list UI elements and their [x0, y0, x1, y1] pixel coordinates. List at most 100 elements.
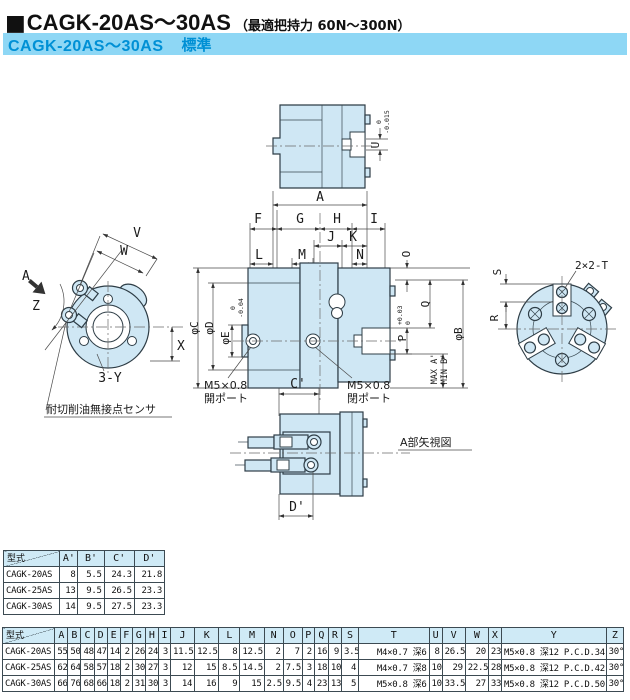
proximity-sensor	[235, 457, 319, 473]
main-section-view: φC φD φE 0 -0.04 O Q P +0.03 0 MAX A' MI…	[188, 213, 470, 405]
dim-label-phi-c: φC	[188, 321, 201, 334]
p-dimension: P +0.03 0	[396, 305, 412, 341]
dim-label-z: Z	[32, 299, 40, 314]
column-header: E	[106, 627, 121, 644]
column-header: I	[157, 627, 172, 644]
dim-label-phi-b: φB	[452, 327, 465, 341]
value-cell: 3.5	[340, 643, 360, 660]
model-cell: CAGK-25AS	[2, 582, 61, 599]
value-cell: 14	[169, 675, 196, 692]
column-header: G	[131, 627, 146, 644]
rear-view: U 0 -0.015	[266, 104, 391, 189]
view-direction-label: A	[22, 269, 30, 284]
value-cell: 33.5	[441, 675, 466, 692]
u-tolerance: 0 -0.015	[375, 110, 391, 134]
value-cell: 11.5	[169, 643, 196, 660]
dim-label-p: P	[396, 334, 409, 341]
value-cell: 9.5	[282, 675, 303, 692]
column-header: H	[144, 627, 159, 644]
value-cell: 20	[464, 643, 489, 660]
dim-label-x: X	[177, 339, 185, 354]
value-cell: 5.5	[77, 566, 105, 583]
value-cell: 7.5	[282, 659, 303, 676]
banner-model: CAGK-20AS～30AS	[8, 38, 164, 55]
value-cell: 28	[487, 659, 502, 676]
value-cell: 18	[313, 659, 329, 676]
value-cell: 15	[239, 675, 265, 692]
page-header: ■ CAGK-20AS～30AS （最適把持力 60N～300N）	[5, 5, 410, 37]
dim-label-phi-d: φD	[203, 321, 216, 334]
value-cell: M5×0.8 深12 P.C.D.42	[500, 659, 607, 676]
dim-label-q: Q	[419, 301, 432, 308]
svg-text:0: 0	[229, 306, 237, 310]
sensor-note: 耐切削油無接点センサ	[46, 402, 156, 416]
value-cell: 55	[54, 643, 69, 660]
value-cell: M5×0.8 深6	[358, 675, 430, 692]
value-cell: 14	[106, 643, 121, 660]
column-header: L	[218, 627, 241, 644]
open-port-thread: M5×0.8	[204, 379, 247, 392]
value-cell: 2	[119, 643, 133, 660]
column-header: F	[119, 627, 133, 644]
column-header: O	[282, 627, 303, 644]
model-cell: CAGK-20AS	[1, 643, 56, 660]
dim-label-i: I	[370, 212, 378, 227]
column-header: S	[340, 627, 360, 644]
value-cell: 13	[327, 675, 342, 692]
value-cell: 18	[106, 659, 121, 676]
column-header: J	[169, 627, 196, 644]
front-view: V W A Z X 3-Y 耐切削油無接点センサ	[22, 226, 186, 418]
column-header: A	[54, 627, 69, 644]
value-cell: 30°	[605, 659, 625, 676]
value-cell: 4	[301, 675, 315, 692]
dim-label-v: V	[133, 226, 141, 241]
dim-label-d-dash: D'	[289, 500, 305, 515]
dim-label-max-a: MAX A'	[430, 354, 440, 385]
value-cell: 10	[428, 675, 443, 692]
series-banner: CAGK-20AS～30AS 標準	[3, 33, 627, 55]
svg-text:-0.04: -0.04	[237, 298, 245, 318]
value-cell: 3	[301, 659, 315, 676]
dim-label-phi-e: φE	[219, 331, 232, 344]
value-cell: 9.5	[77, 582, 105, 599]
dim-label-a: A	[316, 190, 324, 205]
value-cell: 57	[93, 659, 108, 676]
value-cell: 27	[144, 659, 159, 676]
column-header: Q	[313, 627, 329, 644]
value-cell: 23	[313, 675, 329, 692]
value-cell: 9	[218, 675, 241, 692]
value-cell: 64	[67, 659, 82, 676]
value-cell: 18	[106, 675, 121, 692]
column-header: C	[80, 627, 95, 644]
model-cell: CAGK-20AS	[2, 566, 61, 583]
proximity-sensor	[238, 434, 322, 450]
value-cell: M5×0.8 深12 P.C.D.34	[500, 643, 607, 660]
column-header: B'	[77, 550, 105, 567]
value-cell: 10	[428, 659, 443, 676]
dim-label-r: R	[488, 314, 501, 321]
value-cell: M4×0.7 深6	[358, 643, 430, 660]
model-cell: CAGK-25AS	[1, 659, 56, 676]
value-cell: 12.5	[239, 643, 265, 660]
value-cell: 10	[327, 659, 342, 676]
value-cell: 9	[327, 643, 342, 660]
dim-label-w: W	[120, 244, 128, 259]
value-cell: 26	[131, 643, 146, 660]
value-cell: 21.8	[133, 566, 166, 583]
column-header: C'	[103, 550, 135, 567]
value-cell: 30°	[605, 675, 625, 692]
value-cell: 5	[340, 675, 360, 692]
dimension-stack: A F G H I J K L M N	[249, 190, 386, 268]
dim-label-min-b: MIN B'	[440, 354, 450, 385]
value-cell: 47	[93, 643, 108, 660]
value-cell: 22.5	[464, 659, 489, 676]
value-cell: 8	[59, 566, 79, 583]
dim-label-j: J	[327, 230, 335, 245]
technical-drawing: U 0 -0.015 A F G H I J K L	[0, 88, 630, 550]
value-cell: 76	[67, 675, 82, 692]
column-header: N	[263, 627, 284, 644]
column-header: P	[301, 627, 315, 644]
